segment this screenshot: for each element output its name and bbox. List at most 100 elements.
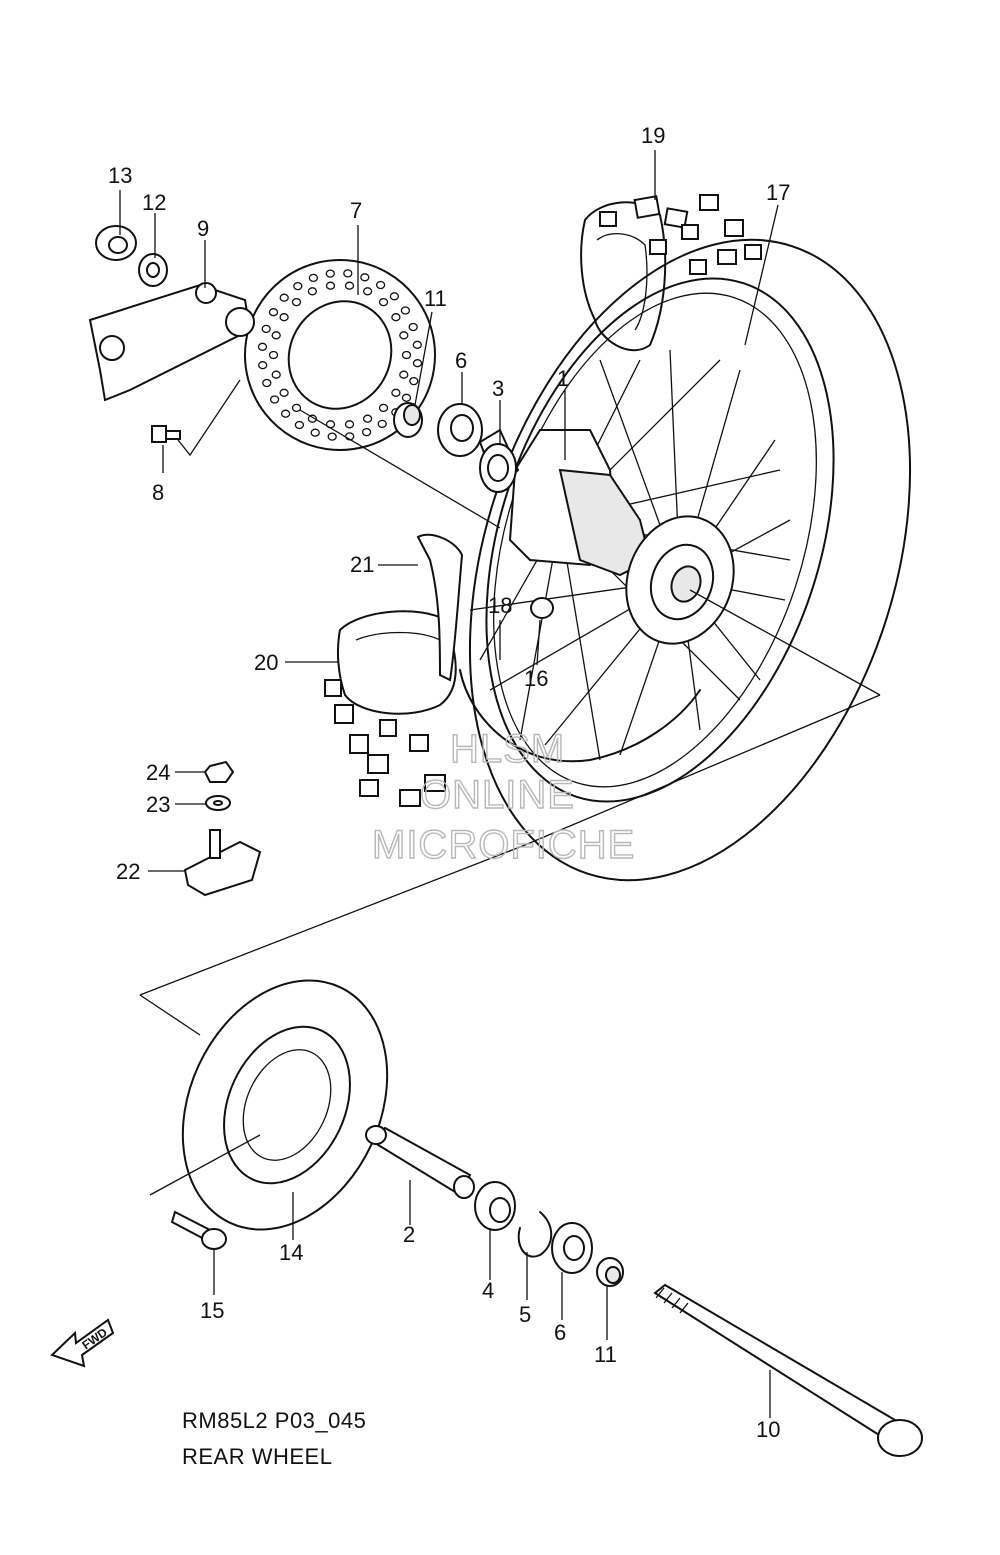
- disc-hole: [279, 313, 289, 322]
- callout-13: 13: [108, 163, 132, 188]
- disc-hole: [362, 414, 373, 423]
- callout-14: 14: [279, 1240, 303, 1265]
- disc-hole: [389, 292, 400, 301]
- disc-hole: [408, 322, 418, 332]
- disc-hole: [343, 269, 353, 278]
- disc-hole: [325, 281, 336, 290]
- watermark-line-1: HLSM: [450, 727, 565, 771]
- callout-7: 7: [350, 198, 362, 223]
- hub-spacer-2: [365, 1125, 475, 1199]
- callout-19: 19: [641, 123, 665, 148]
- sprocket-bolt-15: [170, 1210, 227, 1250]
- disc-hole: [271, 331, 281, 340]
- disc-hole: [262, 378, 272, 388]
- rear-axle-10: [653, 1283, 923, 1457]
- callout-17: 17: [766, 180, 790, 205]
- callout-2: 2: [403, 1222, 415, 1247]
- watermark-line-3: MICROFICHE: [372, 823, 635, 867]
- disc-hole: [257, 342, 268, 351]
- disc-hole: [271, 370, 281, 379]
- disc-hole: [279, 388, 289, 397]
- nipple-16: [530, 597, 554, 619]
- disc-hole: [362, 287, 373, 296]
- brake-disc: [244, 259, 436, 451]
- disc-hole: [327, 432, 337, 441]
- disc-hole: [399, 370, 409, 379]
- callout-8: 8: [152, 480, 164, 505]
- collar-11-upper: [393, 402, 423, 438]
- disc-hole: [378, 297, 389, 307]
- callout-20: 20: [254, 650, 278, 675]
- disc-hole: [377, 419, 387, 429]
- callout-1: 1: [557, 366, 569, 391]
- callout-23: 23: [146, 792, 170, 817]
- assembly-guide-lines: [139, 379, 881, 1196]
- disc-hole: [280, 409, 291, 418]
- diagram-title: REAR WHEEL: [182, 1444, 333, 1469]
- bolt-8: [151, 425, 181, 443]
- disc-hole: [400, 306, 411, 315]
- callout-9: 9: [197, 216, 209, 241]
- callout-3: 3: [492, 376, 504, 401]
- inner-tube-21: [416, 533, 464, 682]
- washer-23: [205, 795, 231, 811]
- rear-hub: [508, 429, 735, 645]
- disc-hole: [294, 420, 305, 430]
- rim-band-20: [336, 610, 457, 715]
- disc-hole: [261, 324, 271, 334]
- chain-adjuster: [88, 282, 255, 402]
- washer-12: [138, 253, 168, 287]
- disc-hole: [293, 281, 303, 291]
- disc-hole: [391, 313, 401, 322]
- callout-11-lower: 11: [594, 1342, 617, 1367]
- disc-hole: [401, 393, 412, 402]
- callout-11-upper: 11: [424, 286, 447, 311]
- callout-12: 12: [142, 190, 166, 215]
- disc-hole: [268, 350, 279, 360]
- rim-lock-22: [183, 829, 262, 897]
- fwd-arrow-icon: FWD: [50, 1318, 115, 1368]
- callout-24: 24: [146, 760, 170, 785]
- disc-hole: [401, 350, 412, 360]
- disc-hole: [360, 273, 370, 282]
- bearing-6-lower: [551, 1222, 593, 1274]
- disc-hole: [291, 403, 302, 413]
- disc-hole: [344, 281, 355, 290]
- callout-4: 4: [482, 1278, 494, 1303]
- disc-hole: [412, 340, 422, 349]
- callout-22: 22: [116, 859, 140, 884]
- callout-6-lower: 6: [554, 1320, 566, 1345]
- circlip-5: [517, 1211, 553, 1258]
- disc-hole: [310, 428, 320, 437]
- disc-hole: [291, 297, 302, 307]
- disc-hole: [409, 376, 419, 386]
- watermark-line-2: ONLINE: [420, 773, 575, 817]
- diagram-code: RM85L2 P03_045: [182, 1408, 367, 1433]
- spacer-3: [478, 428, 520, 493]
- collar-11-lower: [596, 1257, 624, 1287]
- callout-18: 18: [488, 593, 512, 618]
- leader-lines: [119, 150, 779, 1418]
- disc-hole: [378, 403, 389, 413]
- disc-hole: [325, 269, 335, 278]
- disc-hole: [399, 331, 409, 340]
- callout-labels: 13 12 9 7 11 6 3 1 19 17 8 21 18 16 20 2…: [108, 123, 790, 1442]
- disc-hole: [258, 361, 268, 370]
- watermark: HLSM ONLINE MICROFICHE: [371, 726, 635, 867]
- axle-nut-13: [95, 225, 137, 261]
- disc-hole: [391, 388, 401, 397]
- disc-hole: [268, 308, 279, 317]
- disc-hole: [307, 414, 318, 423]
- callout-10: 10: [756, 1417, 780, 1442]
- disc-hole: [375, 280, 386, 290]
- disc-hole: [279, 293, 289, 302]
- disc-hole: [308, 273, 319, 283]
- disc-hole: [269, 395, 280, 404]
- disc-hole: [361, 427, 372, 437]
- disc-hole: [307, 287, 318, 296]
- rear-sprocket: [181, 979, 389, 1231]
- bearing-4: [474, 1181, 516, 1231]
- callout-16: 16: [524, 666, 548, 691]
